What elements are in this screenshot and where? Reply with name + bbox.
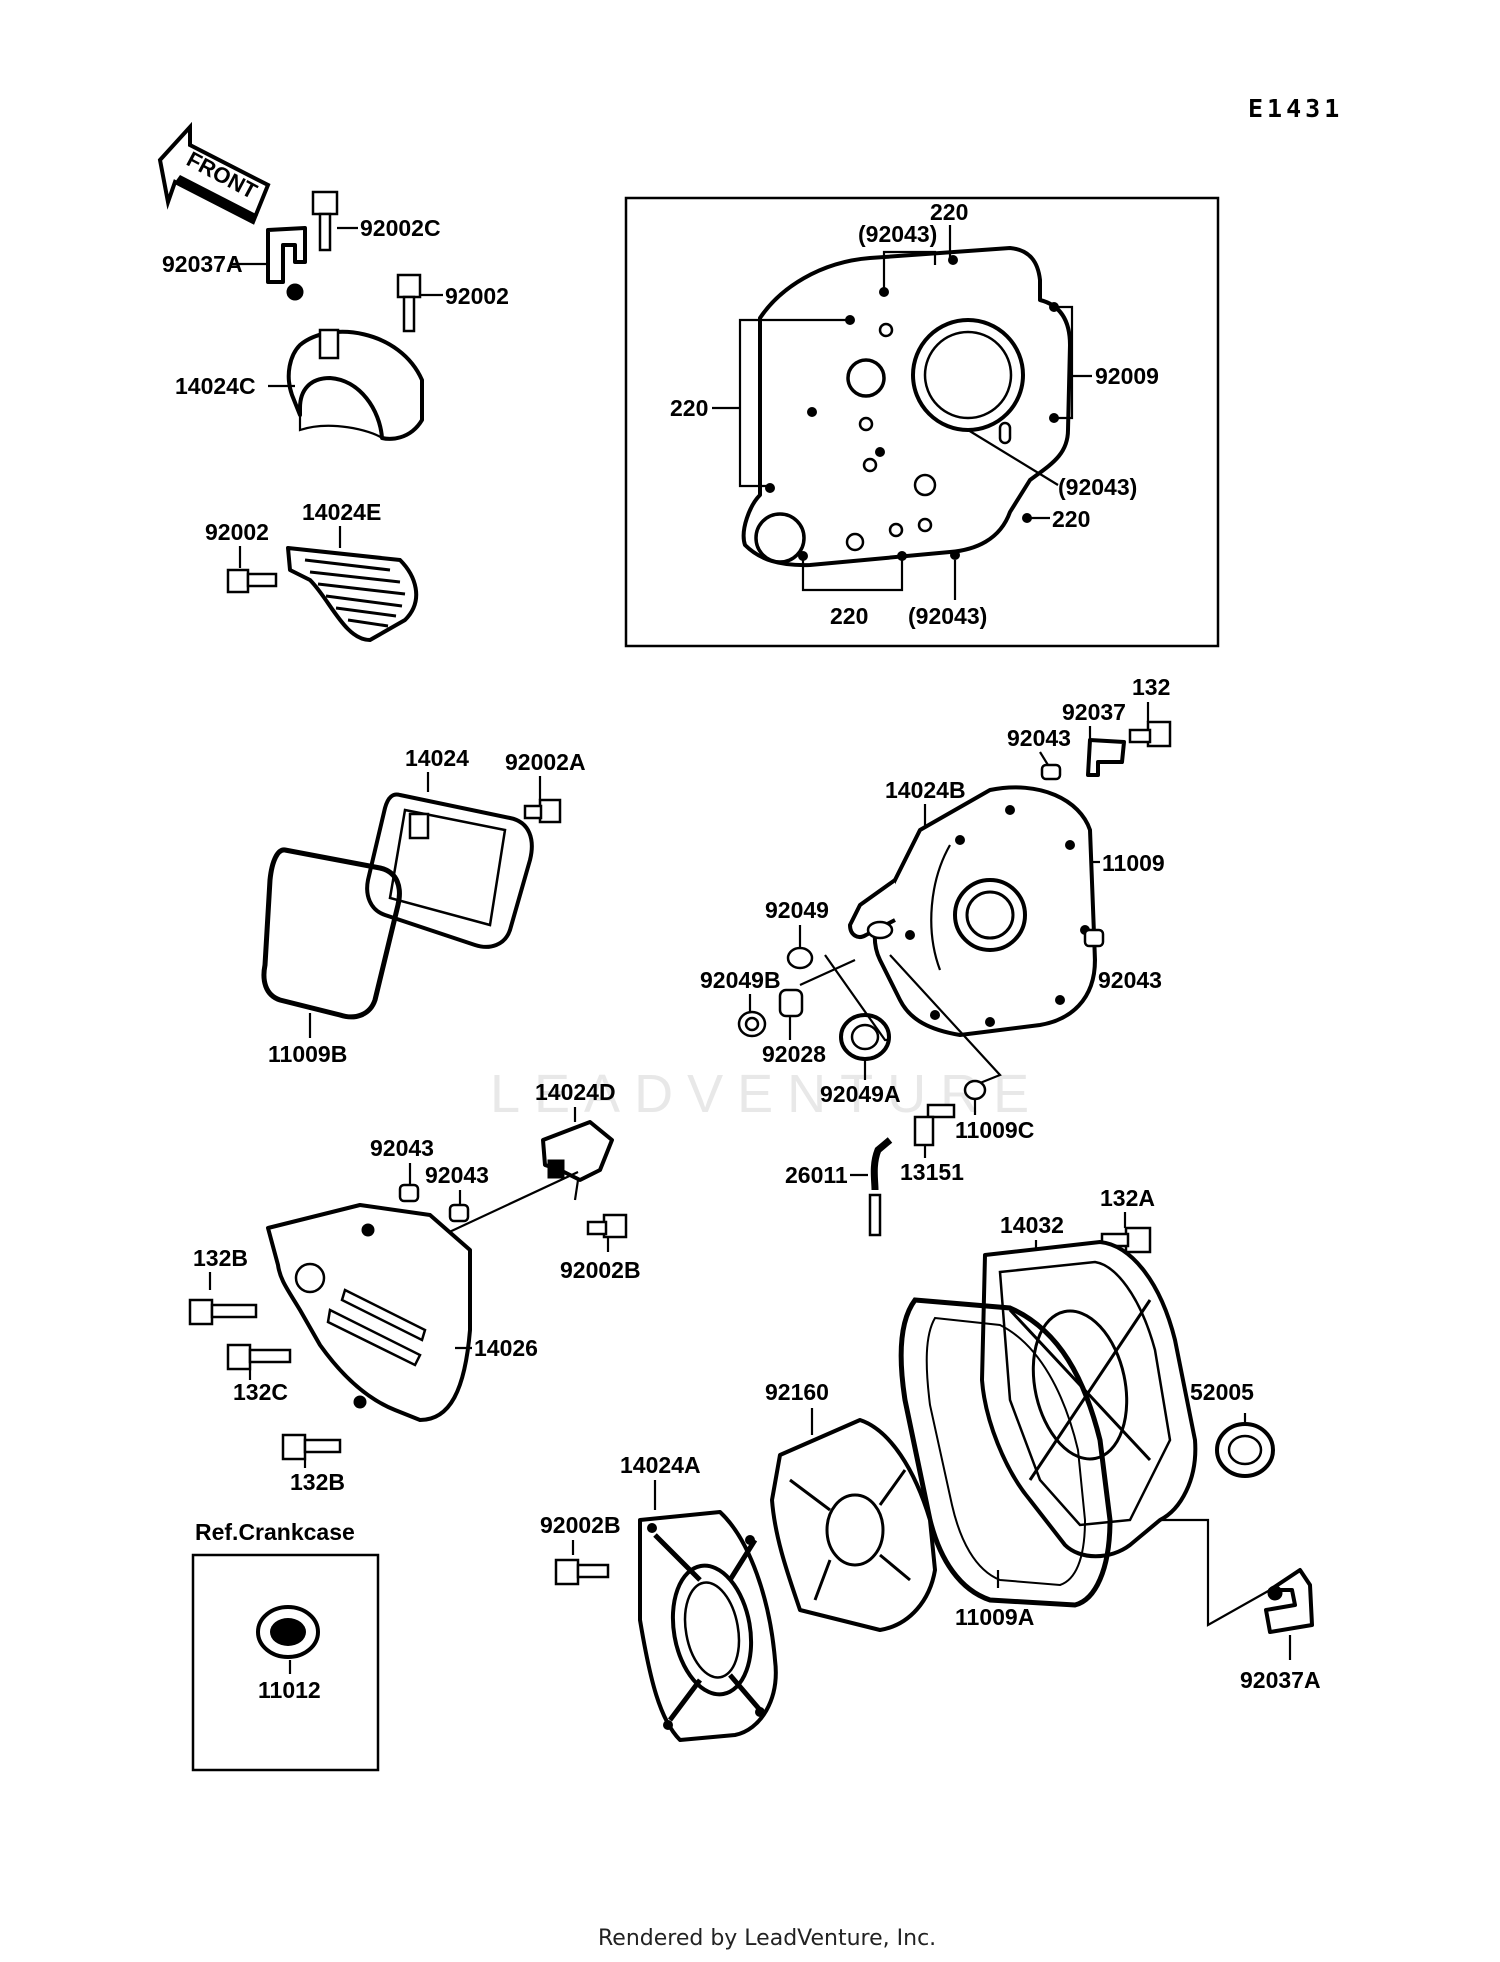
label-14026: 14026 (474, 1335, 538, 1361)
label-132: 132 (1132, 674, 1170, 700)
front-arrow-icon: FRONT (157, 121, 271, 225)
label-92043-c: 92043 (370, 1135, 434, 1161)
label-132B-b: 132B (290, 1469, 345, 1495)
seal-92049B (737, 1010, 767, 1038)
washer-11009C (963, 1079, 987, 1101)
label-132C: 132C (233, 1379, 288, 1405)
label-14024C: 14024C (175, 373, 256, 399)
bolt-132B-a (188, 1298, 258, 1326)
label-11012: 11012 (258, 1677, 321, 1703)
plug-11012 (256, 1605, 320, 1659)
label-11009A: 11009A (955, 1604, 1034, 1630)
label-92002A: 92002A (505, 749, 586, 775)
label-92043-a: 92043 (1007, 725, 1071, 751)
label-220-bottom: 220 (830, 603, 868, 629)
cover-14024 (365, 792, 534, 949)
diagram-code: E1431 (1248, 94, 1343, 123)
label-14024B: 14024B (885, 777, 966, 803)
bolt-132C (226, 1343, 292, 1371)
clamp-92037A-bottom (1264, 1568, 1314, 1634)
label-14024A: 14024A (620, 1452, 701, 1478)
label-220-left: 220 (670, 395, 708, 421)
label-92002B-a: 92002B (560, 1257, 641, 1283)
collar-92043-c (398, 1183, 420, 1203)
label-13151: 13151 (900, 1159, 964, 1185)
cover-14026 (266, 1203, 472, 1422)
label-132B-a: 132B (193, 1245, 248, 1271)
label-92160: 92160 (765, 1379, 829, 1405)
bolt-132B-b (281, 1433, 342, 1461)
clamp-92037 (1086, 738, 1126, 777)
collar-92043-d (448, 1203, 470, 1223)
ref-crankcase-title: Ref.Crankcase (195, 1519, 355, 1545)
label-220-top: 220 (930, 199, 968, 225)
bolt-92002B-a (586, 1213, 628, 1239)
gasket-detail-box (624, 196, 1220, 648)
seal-52005 (1215, 1422, 1275, 1478)
footer-credit: Rendered by LeadVenture, Inc. (598, 1926, 936, 1951)
collar-92043-b (1083, 928, 1105, 948)
label-92043-bottom: (92043) (908, 603, 987, 629)
bolt-92002A (523, 798, 562, 824)
label-14032: 14032 (1000, 1212, 1064, 1238)
label-11009C: 11009C (955, 1117, 1034, 1143)
label-92049A: 92049A (820, 1081, 901, 1107)
guard-14024E (286, 546, 419, 642)
gasket-11009B (261, 847, 402, 1020)
label-92002-top: 92002 (445, 283, 509, 309)
label-132A: 132A (1100, 1185, 1155, 1211)
label-14024D: 14024D (535, 1079, 616, 1105)
cover-14024C (286, 328, 424, 441)
plate-92160 (770, 1418, 937, 1632)
label-92037A-top: 92037A (162, 251, 243, 277)
label-92002B-b: 92002B (540, 1512, 621, 1538)
label-11009: 11009 (1102, 850, 1165, 876)
label-92043-b: 92043 (1098, 967, 1162, 993)
label-92009: 92009 (1095, 363, 1159, 389)
label-14024: 14024 (405, 745, 469, 771)
label-92043-d: 92043 (425, 1162, 489, 1188)
bolt-92002C (311, 190, 339, 252)
hose-26011 (868, 1137, 893, 1237)
cover-11009 (848, 785, 1097, 1037)
clamp-92037A-top (266, 226, 307, 301)
label-26011: 26011 (785, 1162, 848, 1188)
label-92037: 92037 (1062, 699, 1126, 725)
label-52005: 52005 (1190, 1379, 1254, 1405)
label-92037A-bottom: 92037A (1240, 1667, 1321, 1693)
label-92002C: 92002C (360, 215, 441, 241)
label-92043-top: (92043) (858, 221, 937, 247)
label-220-right: 220 (1052, 506, 1090, 532)
label-92049B: 92049B (700, 967, 781, 993)
bolt-132 (1128, 720, 1172, 748)
label-14024E: 14024E (302, 499, 381, 525)
cover-gasket-detail (741, 246, 1072, 568)
bolt-92002B-b (554, 1558, 610, 1586)
cover-14024D (541, 1120, 614, 1182)
collar-92043-a (1040, 763, 1062, 781)
label-92028: 92028 (762, 1041, 826, 1067)
label-11009B: 11009B (268, 1041, 347, 1067)
ref-crankcase-box (191, 1553, 380, 1772)
label-92002-mid: 92002 (205, 519, 269, 545)
seal-92049 (786, 946, 814, 970)
label-92043-right: (92043) (1058, 474, 1137, 500)
fitting-13151 (913, 1103, 956, 1147)
cover-14024A (638, 1510, 778, 1742)
bolt-92002-top (396, 273, 422, 333)
label-92049: 92049 (765, 897, 829, 923)
gasket-11009A (898, 1297, 1113, 1608)
bolt-92002-mid (226, 568, 278, 594)
bushing-92028 (778, 988, 804, 1018)
